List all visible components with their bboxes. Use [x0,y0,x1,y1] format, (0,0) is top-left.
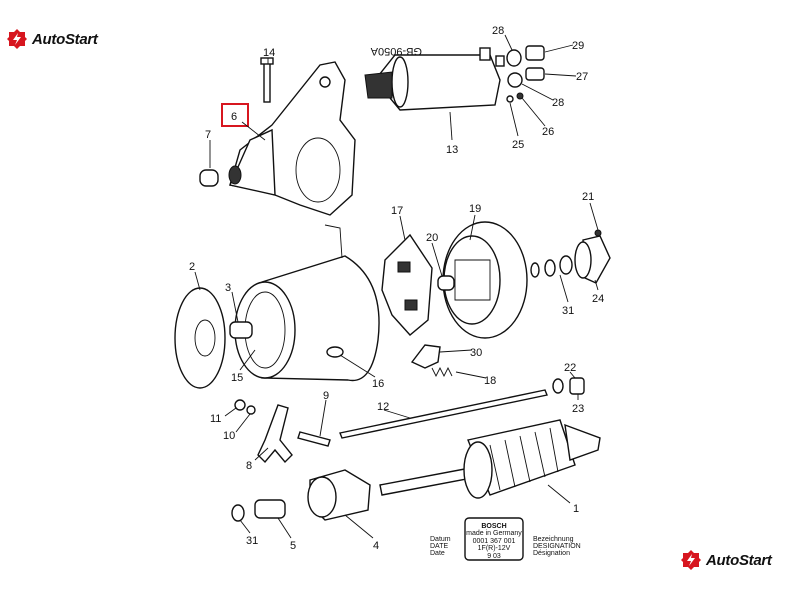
brand-name: AutoStart [706,551,772,569]
nameplate-right-label: DESIGNATION [533,543,581,550]
part-label-14[interactable]: 14 [263,47,275,59]
part-4-drive-pinion[interactable] [307,469,371,521]
part-6-drive-end-housing[interactable] [228,61,356,216]
part-label-25[interactable]: 25 [512,139,524,151]
highlight-box-part-6 [221,103,249,127]
nameplate-right-label: Bezeichnung [533,536,574,543]
nameplate-origin: made in Germany [466,530,522,537]
part-label-4[interactable]: 4 [373,540,379,552]
part-label-18[interactable]: 18 [484,375,496,387]
nameplate: BOSCH made in Germany 0001 367 001 1F(R)… [430,517,581,561]
brand-name: AutoStart [32,30,98,48]
part-label-19[interactable]: 19 [469,203,481,215]
part-1-armature[interactable] [379,419,601,499]
part-label-30[interactable]: 30 [470,347,482,359]
part-label-6[interactable]: 6 [231,111,237,123]
part-31-washers[interactable] [530,255,573,278]
part-13-solenoid[interactable]: GB-9050A [364,45,505,111]
part-label-3[interactable]: 3 [225,282,231,294]
part-label-10[interactable]: 10 [223,430,235,442]
part-label-23[interactable]: 23 [572,403,584,415]
part-17-brush-holder[interactable] [381,233,433,336]
nameplate-date-code: 9 03 [487,553,501,560]
nameplate-brand: BOSCH [481,523,506,530]
autostart-emblem-icon [681,550,701,570]
part-24-end-cap[interactable] [574,229,611,284]
part-7-bushing[interactable] [199,169,219,187]
part-label-22[interactable]: 22 [564,362,576,374]
part-label-26[interactable]: 26 [542,126,554,138]
part-label-5[interactable]: 5 [290,540,296,552]
part-10-11-nut-washer[interactable] [234,399,256,415]
part-label-8[interactable]: 8 [246,460,252,472]
part-label-1[interactable]: 1 [573,503,579,515]
part-14-bolt[interactable] [260,57,274,103]
part-label-12[interactable]: 12 [377,401,389,413]
part-12-through-bolt[interactable] [339,389,548,439]
part-2-end-plate[interactable] [174,287,226,389]
part-19-commutator-end-frame[interactable] [437,221,528,339]
leader-lines [194,34,599,539]
part-label-27[interactable]: 27 [576,71,588,83]
part-label-2[interactable]: 2 [189,261,195,273]
nameplate-left-label: DATE [430,543,448,550]
part-label-9[interactable]: 9 [323,390,329,402]
part-label-24[interactable]: 24 [592,293,604,305]
part-3-field-frame[interactable] [229,224,380,382]
nameplate-rating: 1F(R)-12V [478,545,511,552]
part-label-11[interactable]: 11 [210,413,221,425]
part-label-31[interactable]: 31 [246,535,258,547]
part-label-17[interactable]: 17 [391,205,403,217]
autostart-logo-bottom: AutoStart [680,549,772,571]
autostart-emblem-icon [7,29,27,49]
part-label-29[interactable]: 29 [572,40,584,52]
solenoid-marking: GB-9050A [370,45,422,57]
part-31-snap-ring[interactable] [231,504,245,522]
part-label-16[interactable]: 16 [372,378,384,390]
part-9-pin[interactable] [297,431,331,447]
part-8-shift-fork[interactable] [257,404,293,464]
part-22-23-nut-washer[interactable] [552,377,585,395]
part-label-20[interactable]: 20 [426,232,438,244]
nameplate-number: 0001 367 001 [473,538,516,545]
part-label-21[interactable]: 21 [582,191,594,203]
part-label-15[interactable]: 15 [231,372,243,384]
part-label-31[interactable]: 31 [562,305,574,317]
nameplate-left-label: Datum [430,536,451,543]
part-label-28[interactable]: 28 [492,25,504,37]
part-label-28[interactable]: 28 [552,97,564,109]
part-30-lever[interactable] [410,344,441,369]
parts-terminal-hardware[interactable] [506,45,545,103]
part-label-7[interactable]: 7 [205,129,211,141]
autostart-logo-top: AutoStart [6,28,98,50]
nameplate-right-label: Désignation [533,550,570,557]
part-label-13[interactable]: 13 [446,144,458,156]
nameplate-left-label: Date [430,550,445,557]
part-18-spring[interactable] [431,366,453,378]
part-5-bushing[interactable] [254,499,286,519]
